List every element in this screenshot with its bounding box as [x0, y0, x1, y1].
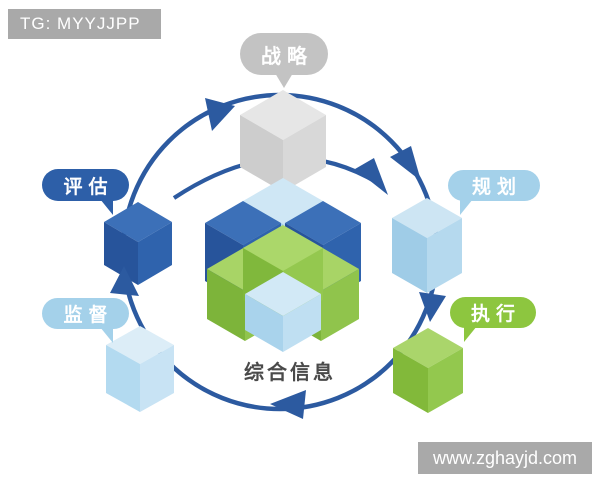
- strategy-cube-right-face: [283, 115, 326, 192]
- arrowhead-right-down-icon: [419, 292, 446, 322]
- execution-cube-right-face: [428, 348, 463, 413]
- cluster-bottom-center-cube-left-face: [245, 294, 283, 352]
- supervision-bubble-tail: [100, 327, 113, 343]
- planning-cube-right-face: [427, 218, 462, 293]
- execution-cube-left-face: [393, 348, 428, 413]
- supervision-cube-right-face: [140, 345, 174, 412]
- cluster-bottom-left-cube-left-face: [207, 269, 245, 341]
- planning-cube: [392, 198, 462, 293]
- supervision-label: 监督: [63, 305, 114, 326]
- watermark-top-left: TG: MYYJJPP: [8, 9, 161, 39]
- evaluation-bubble-tail: [100, 199, 113, 215]
- arrowhead-top-left-icon: [205, 98, 235, 131]
- planning-label-bubble: 规划: [448, 170, 540, 215]
- planning-cube-left-face: [392, 218, 427, 293]
- execution-label: 执行: [470, 304, 521, 325]
- cluster-bottom-right-cube-right-face: [321, 269, 359, 341]
- execution-cube: [393, 328, 463, 413]
- strategy-cube-left-face: [240, 115, 283, 192]
- planning-label: 规划: [471, 177, 522, 198]
- execution-label-bubble: 执行: [450, 297, 536, 342]
- strategy-label-bubble: 战略: [240, 33, 328, 88]
- center-cube-cluster: [205, 178, 361, 352]
- arrowhead-inner-arc-icon: [355, 158, 388, 195]
- supervision-cube: [106, 326, 174, 412]
- strategy-label: 战略: [261, 45, 313, 68]
- watermark-bottom-right: www.zghayjd.com: [418, 442, 592, 474]
- arrowhead-left-up-icon: [110, 266, 139, 296]
- planning-bubble-tail: [460, 199, 473, 215]
- center-label: 综合信息: [244, 362, 336, 384]
- evaluation-cube-right-face: [138, 222, 172, 285]
- cluster-bottom-center-cube-right-face: [283, 294, 321, 352]
- supervision-label-bubble: 监督: [42, 298, 129, 343]
- evaluation-cube-left-face: [104, 222, 138, 285]
- arrowhead-top-right-icon: [390, 146, 421, 181]
- supervision-cube-left-face: [106, 345, 140, 412]
- arrowhead-bottom-left-icon: [270, 390, 306, 419]
- evaluation-cube: [104, 202, 172, 285]
- strategy-bubble-tail: [275, 73, 293, 88]
- strategy-cube: [240, 90, 326, 192]
- execution-bubble-tail: [464, 326, 477, 342]
- evaluation-label-bubble: 评估: [42, 169, 129, 215]
- evaluation-label: 评估: [63, 176, 114, 198]
